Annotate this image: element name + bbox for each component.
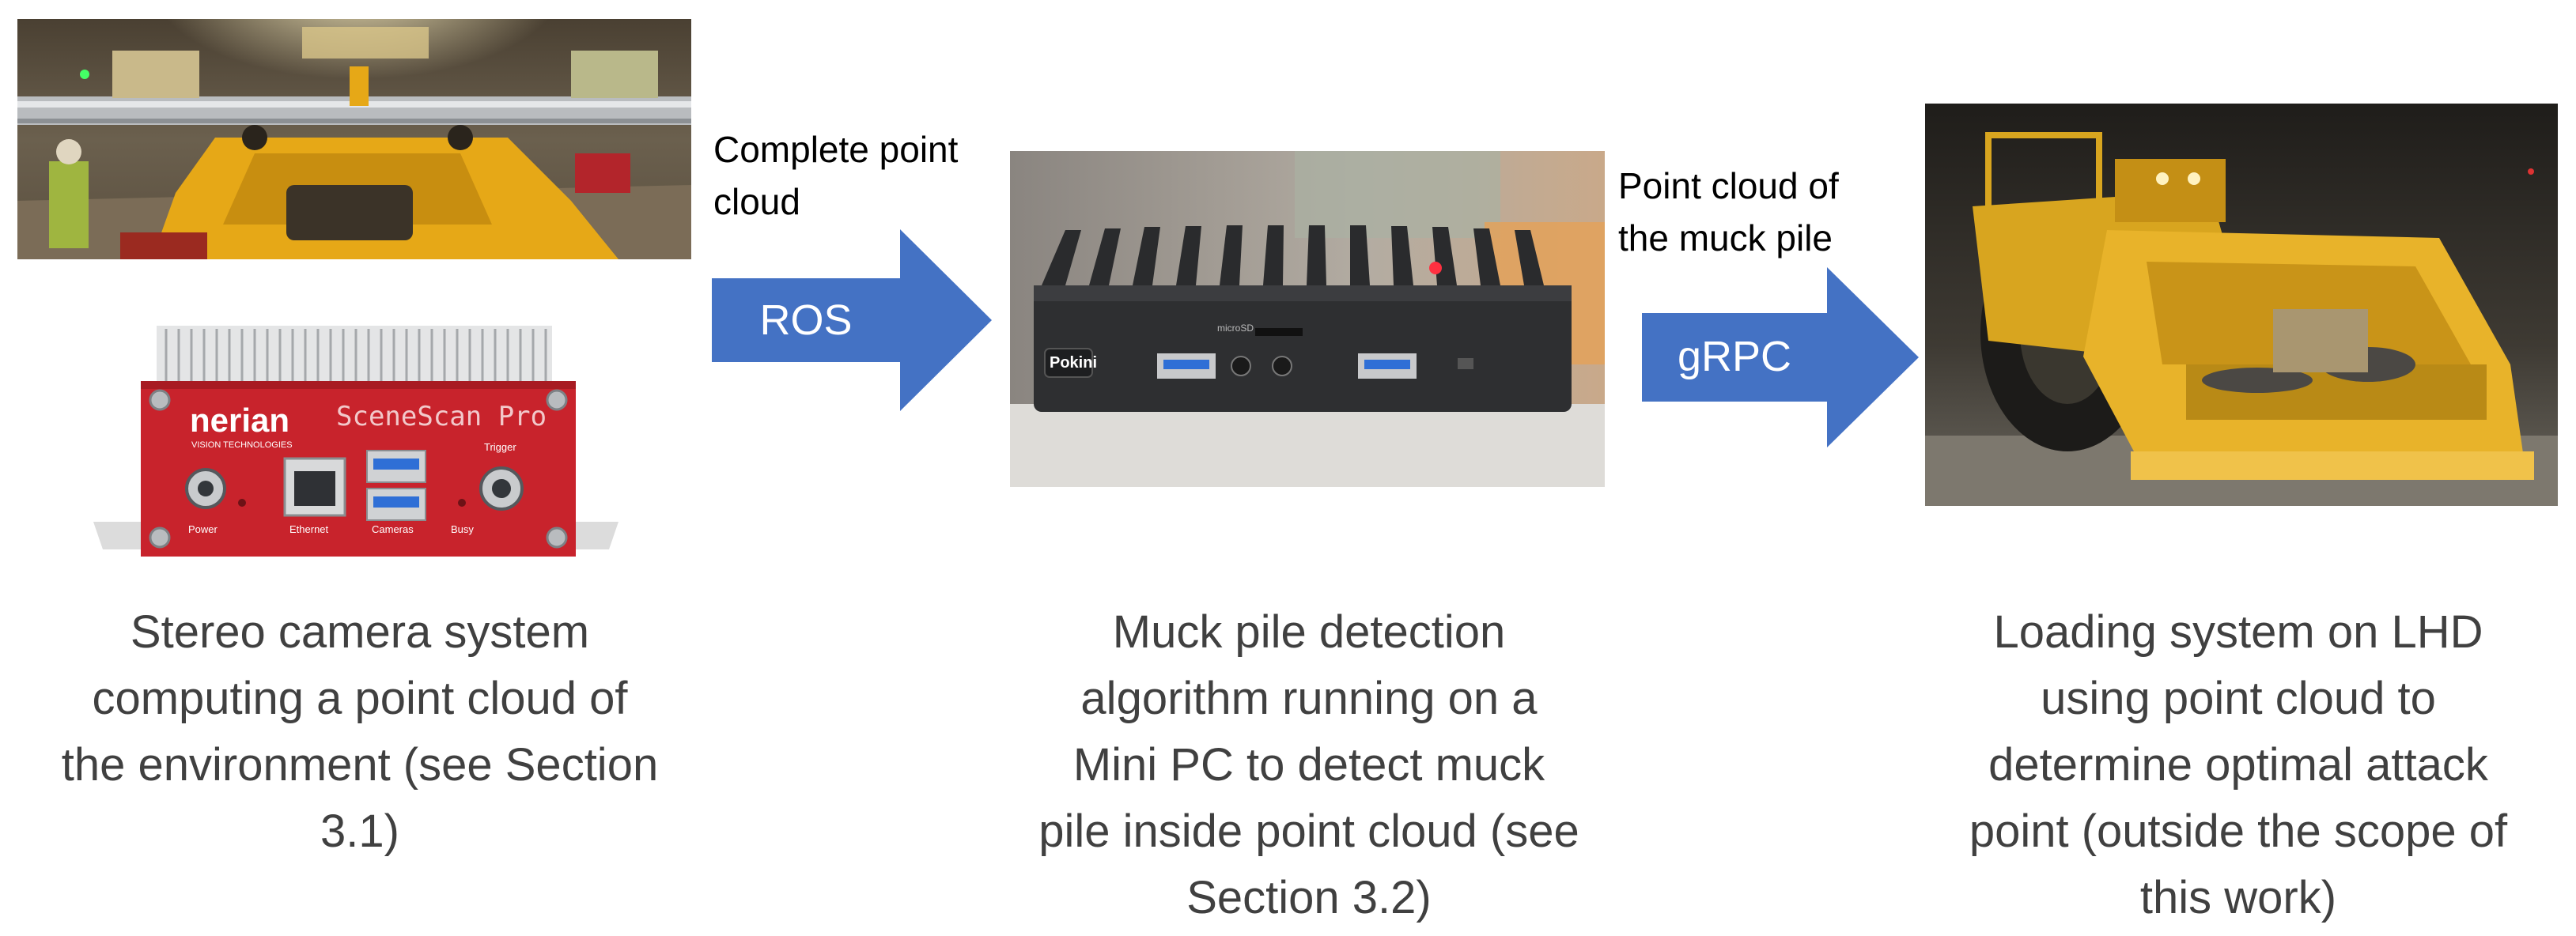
nerian-device-illustration: nerian VISION TECHNOLOGIES SceneScan Pro… (93, 326, 618, 557)
caption-stereo-camera-line-4: 3.1) (320, 806, 399, 857)
port-label-busy: Busy (451, 523, 474, 535)
stereo-camera-device-photo: nerian VISION TECHNOLOGIES SceneScan Pro… (87, 324, 625, 577)
mini-pc-photo: Pokini microSD (1010, 151, 1605, 487)
grpc-flow-label-line-1: Point cloud of (1618, 165, 1839, 206)
caption-loading-system-line-2: using point cloud to (2041, 673, 2436, 724)
caption-muck-pile-line-4: pile inside point cloud (see (1038, 806, 1579, 857)
ros-arrow-label: ROS (759, 296, 853, 344)
caption-stereo-camera-line-2: computing a point cloud of (92, 673, 628, 724)
caption-stereo-camera-line-1: Stereo camera system (130, 606, 590, 658)
port-label-power: Power (188, 523, 218, 535)
caption-loading-system-line-5: this work) (2139, 872, 2337, 923)
port-label-trigger: Trigger (484, 441, 516, 453)
grpc-flow-label: Point cloud of the muck pile (1618, 160, 1839, 264)
mini-pc-brand: Pokini (1050, 354, 1097, 372)
grpc-arrow: gRPC (1642, 267, 1919, 447)
mine-rig-photo (17, 19, 691, 259)
caption-muck-pile-line-1: Muck pile detection (1112, 606, 1506, 658)
port-label-cameras: Cameras (372, 523, 414, 535)
ros-flow-label-line-2: cloud (713, 181, 800, 222)
caption-muck-pile-line-5: Section 3.2) (1186, 872, 1432, 923)
caption-loading-system-line-3: determine optimal attack (1988, 739, 2488, 791)
grpc-arrow-shape (1642, 267, 1919, 447)
ros-arrow-shape (712, 229, 992, 411)
device-brand: nerian (190, 402, 289, 439)
device-brand-sub: VISION TECHNOLOGIES (191, 440, 293, 450)
caption-loading-system-line-1: Loading system on LHD (1993, 606, 2483, 658)
caption-muck-pile-line-3: Mini PC to detect muck (1072, 739, 1545, 791)
ros-flow-label: Complete point cloud (713, 123, 958, 228)
caption-loading-system-line-4: point (outside the scope of (1969, 806, 2508, 857)
caption-stereo-camera: Stereo camera system computing a point c… (8, 599, 712, 865)
lhd-loader-illustration (1925, 104, 2558, 506)
mine-rig-illustration (17, 19, 691, 259)
mini-pc-illustration: Pokini microSD (1010, 151, 1605, 487)
caption-muck-pile-detection: Muck pile detection algorithm running on… (961, 599, 1657, 931)
caption-muck-pile-line-2: algorithm running on a (1080, 673, 1538, 724)
caption-stereo-camera-line-3: the environment (see Section (61, 739, 659, 791)
caption-loading-system: Loading system on LHD using point cloud … (1890, 599, 2576, 931)
mini-pc-port-text: microSD (1217, 323, 1254, 334)
device-product: SceneScan Pro (336, 401, 547, 432)
ros-arrow: ROS (712, 229, 992, 411)
port-label-ethernet: Ethernet (289, 523, 329, 535)
lhd-loader-photo (1925, 104, 2558, 506)
grpc-flow-label-line-2: the muck pile (1618, 217, 1833, 259)
ros-flow-label-line-1: Complete point (713, 129, 959, 170)
grpc-arrow-label: gRPC (1677, 333, 1792, 380)
